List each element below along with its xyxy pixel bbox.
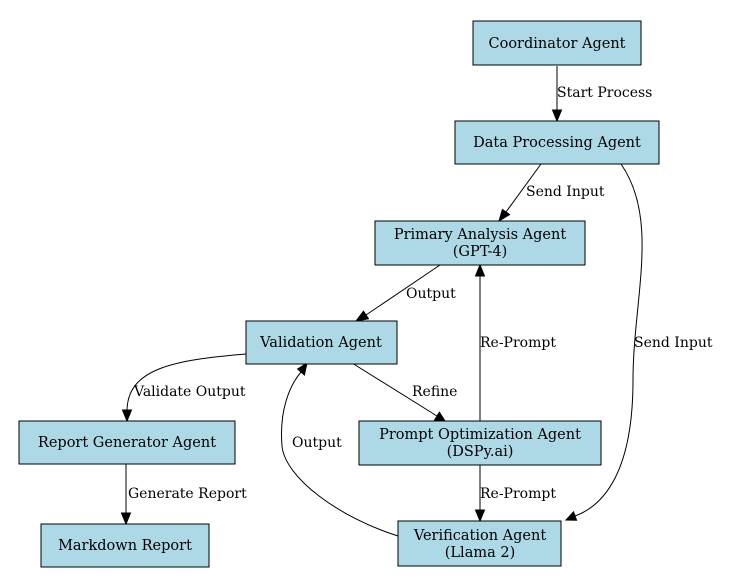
edge-label-send-input-verification: Send Input xyxy=(634,335,713,351)
edge-send-input-primary: Send Input xyxy=(498,163,605,223)
edge-label-validate-output: Validate Output xyxy=(133,384,246,400)
node-validation-agent: Validation Agent xyxy=(245,320,398,365)
edge-output-verification: Output xyxy=(280,361,399,537)
node-prompt-optimization-agent: Prompt Optimization Agent (DSPy.ai) xyxy=(358,420,602,466)
node-sublabel: (Llama 2) xyxy=(445,545,515,561)
node-markdown-report: Markdown Report xyxy=(40,523,210,568)
edge-label-output-primary: Output xyxy=(406,286,456,302)
node-label: Prompt Optimization Agent xyxy=(379,427,581,443)
edge-output-primary: Output xyxy=(354,264,456,322)
edge-generate-report: Generate Report xyxy=(120,464,247,526)
edge-validate-output: Validate Output xyxy=(121,353,247,423)
node-sublabel: (GPT-4) xyxy=(453,244,508,260)
edge-send-input-verification: Send Input xyxy=(564,163,713,521)
node-label: Data Processing Agent xyxy=(473,135,641,151)
node-label: Verification Agent xyxy=(413,528,547,544)
node-primary-analysis-agent: Primary Analysis Agent (GPT-4) xyxy=(374,220,586,266)
node-label: Report Generator Agent xyxy=(38,435,216,451)
edge-label-generate-report: Generate Report xyxy=(128,486,247,502)
edge-label-send-input-primary: Send Input xyxy=(526,184,605,200)
edge-start-process: Start Process xyxy=(551,66,652,123)
node-label: Validation Agent xyxy=(259,335,382,351)
edge-re-prompt-primary: Re-Prompt xyxy=(474,263,556,421)
node-sublabel: (DSPy.ai) xyxy=(447,444,514,460)
node-coordinator-agent: Coordinator Agent xyxy=(472,20,642,66)
node-data-processing-agent: Data Processing Agent xyxy=(454,120,660,165)
edge-label-re-prompt-primary: Re-Prompt xyxy=(480,335,556,351)
edge-label-output-verification: Output xyxy=(292,435,342,451)
node-label: Coordinator Agent xyxy=(489,36,626,52)
node-label: Primary Analysis Agent xyxy=(394,227,567,243)
edge-re-prompt-verification: Re-Prompt xyxy=(474,465,556,523)
edge-label-start-process: Start Process xyxy=(557,85,652,101)
edge-label-refine: Refine xyxy=(412,384,457,400)
node-label: Markdown Report xyxy=(58,538,192,554)
edge-refine: Refine xyxy=(351,362,457,422)
node-verification-agent: Verification Agent (Llama 2) xyxy=(397,520,562,567)
node-report-generator-agent: Report Generator Agent xyxy=(18,420,236,465)
edge-label-re-prompt-verification: Re-Prompt xyxy=(480,486,556,502)
